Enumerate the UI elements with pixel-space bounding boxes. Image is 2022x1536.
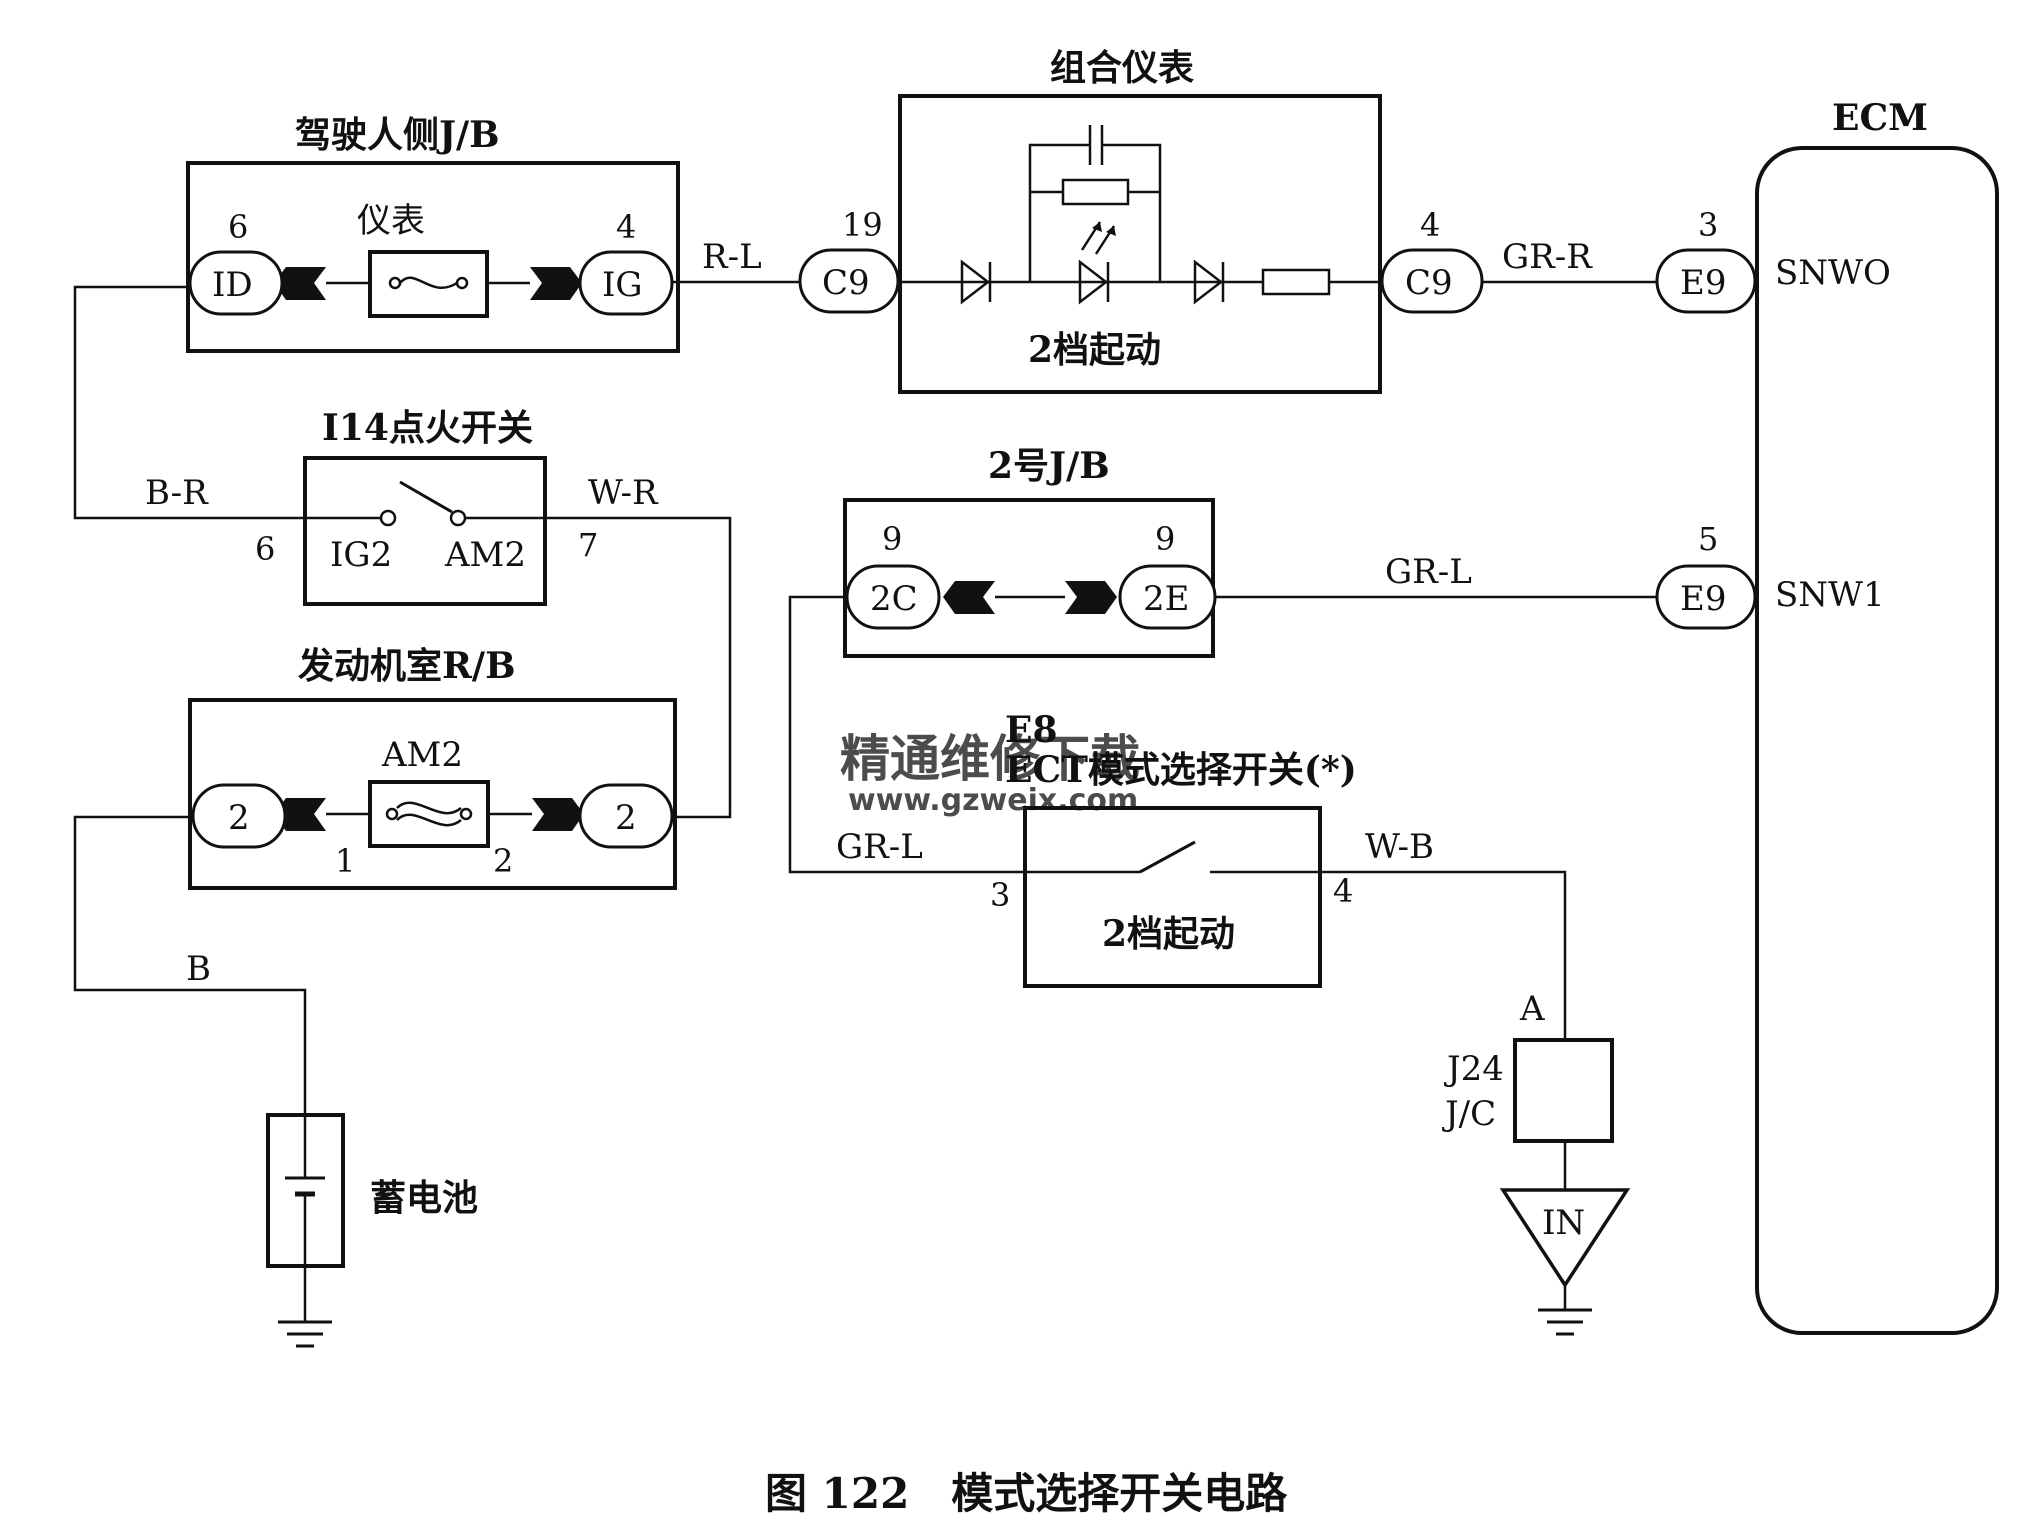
connector-id xyxy=(188,250,284,316)
jc-name-2: J/C xyxy=(1442,1094,1496,1134)
switch-contact-icon xyxy=(1139,840,1196,874)
diode-icon xyxy=(960,259,992,305)
ground-icon xyxy=(278,1320,332,1348)
connector-c9-out xyxy=(1380,248,1484,314)
combo-out-pin: 4 xyxy=(1420,206,1440,244)
wiring xyxy=(73,280,1657,1322)
chevron-right-icon xyxy=(530,267,582,300)
wire-wb xyxy=(1320,870,1567,1040)
ignition-terminal-ig2: IG2 xyxy=(330,535,392,575)
ignition-right-pin: 7 xyxy=(578,526,598,564)
ignition-left-pin: 6 xyxy=(255,530,275,568)
ignition-terminal-am2: AM2 xyxy=(444,535,526,575)
connector-2c-label: 2C xyxy=(870,579,918,619)
combo-inner-label: 2档起动 xyxy=(1028,329,1161,371)
connector-2c xyxy=(845,564,941,630)
engine-rb-fuse-pin-left: 1 xyxy=(335,842,355,880)
driver-jb-title: 驾驶人侧J/B xyxy=(295,114,500,156)
wire-label-grl-top: GR-L xyxy=(1385,552,1472,592)
engine-rb-title: 发动机室R/B xyxy=(298,645,516,687)
battery-label: 蓄电池 xyxy=(370,1177,478,1219)
chevron-left-icon xyxy=(274,267,326,300)
junction-connector: A J24 J/C IN xyxy=(1442,989,1631,1289)
driver-jb-right-pin: 4 xyxy=(616,208,636,246)
capacitor-icon xyxy=(1088,125,1104,165)
connector-ig xyxy=(578,250,674,316)
resistor-icon xyxy=(1061,178,1130,206)
ecm-signal-snwo: SNWO xyxy=(1775,253,1891,293)
connector-ig-label: IG xyxy=(602,265,643,305)
connector-rb-right-label: 2 xyxy=(615,798,637,838)
connector-rb-left-label: 2 xyxy=(228,798,250,838)
indicator-led-icon xyxy=(1078,221,1116,305)
combination-meter: 组合仪表 19 C9 xyxy=(798,47,1484,394)
driver-jb-left-pin: 6 xyxy=(228,208,248,246)
jb2-right-pin: 9 xyxy=(1155,520,1175,558)
driver-jb-fuse-label: 仪表 xyxy=(357,201,425,241)
wire-wr xyxy=(545,516,732,819)
figure-caption: 图 122 模式选择开关电路 xyxy=(765,1469,1288,1518)
wire-label-b: B xyxy=(186,949,211,989)
jc-pin: A xyxy=(1519,989,1545,1029)
ect-inner-label: 2档起动 xyxy=(1102,913,1235,955)
wire-label-grl-low: GR-L xyxy=(836,827,923,867)
connector-rb-right xyxy=(578,783,674,849)
ecm-title: ECM xyxy=(1832,97,1928,139)
ecm-pin-2: 5 xyxy=(1698,520,1718,558)
battery: 蓄电池 xyxy=(266,1113,478,1268)
ect-right-pin: 4 xyxy=(1333,872,1353,910)
jc-ground-label: IN xyxy=(1542,1203,1585,1243)
connector-e9-2-label: E9 xyxy=(1680,579,1726,619)
jb2-title: 2号J/B xyxy=(988,445,1110,487)
wire-label-grr: GR-R xyxy=(1502,237,1593,277)
chevron-left-icon xyxy=(274,798,326,831)
ground-point-icon xyxy=(1499,1188,1631,1289)
chevron-right-icon xyxy=(532,798,584,831)
connector-2e-label: 2E xyxy=(1143,579,1189,619)
wire-label-br: B-R xyxy=(145,473,209,513)
ecm-signal-snw1: SNW1 xyxy=(1775,575,1885,615)
connector-c9-out-label: C9 xyxy=(1405,263,1453,303)
jc-name-1: J24 xyxy=(1444,1049,1504,1089)
engine-rb-fuse-label: AM2 xyxy=(381,735,463,775)
chevron-right-icon xyxy=(1065,581,1117,614)
driver-junction-block: 驾驶人侧J/B 仪表 6 ID 4 IG xyxy=(186,114,680,353)
ect-switch-id: E8 xyxy=(1005,709,1058,751)
wire-label-rl: R-L xyxy=(702,237,762,277)
connector-e9-1-label: E9 xyxy=(1680,263,1726,303)
resistor-icon xyxy=(1261,268,1331,296)
combo-in-pin: 19 xyxy=(842,206,883,244)
combo-meter-title: 组合仪表 xyxy=(1050,47,1194,89)
connector-c9-in-label: C9 xyxy=(822,263,870,303)
wire-br xyxy=(73,285,305,520)
connector-e9-snw1 xyxy=(1655,564,1757,630)
engine-rb-fuse-pin-right: 2 xyxy=(493,842,513,880)
connector-rb-left xyxy=(191,783,287,849)
ect-left-pin: 3 xyxy=(990,876,1010,914)
connector-e9-snwo xyxy=(1655,248,1757,314)
wire-b xyxy=(73,815,307,1115)
ecm-unit: ECM 3 E9 SNWO 5 E9 SNW1 xyxy=(1655,97,1999,1335)
connector-2e xyxy=(1118,564,1217,630)
ignition-switch: I14点火开关 IG2 AM2 6 7 xyxy=(255,407,598,606)
ecm-pin-1: 3 xyxy=(1698,206,1718,244)
junction-block-2: 2号J/B 9 2C 9 2E xyxy=(843,445,1217,658)
connector-id-label: ID xyxy=(212,265,253,305)
chevron-left-icon xyxy=(943,581,995,614)
ect-switch-title: ECT模式选择开关(*) xyxy=(1005,749,1357,791)
switch-contact-icon xyxy=(399,480,453,514)
engine-relay-block: 发动机室R/B AM2 2 2 1 2 xyxy=(188,645,677,890)
diode-icon xyxy=(1193,259,1225,305)
ground-icon xyxy=(1538,1308,1592,1336)
wire-grl-low xyxy=(788,595,1025,874)
ignition-title: I14点火开关 xyxy=(322,407,533,449)
ect-mode-switch: E8 ECT模式选择开关(*) 2档起动 3 4 xyxy=(990,709,1357,988)
wire-label-wb: W-B xyxy=(1365,827,1434,867)
watermark-text: 精通维修下载 xyxy=(840,730,1140,788)
jb2-left-pin: 9 xyxy=(882,520,902,558)
wire-label-wr: W-R xyxy=(588,473,659,513)
watermark-url: www.gzweix.com xyxy=(848,783,1138,818)
